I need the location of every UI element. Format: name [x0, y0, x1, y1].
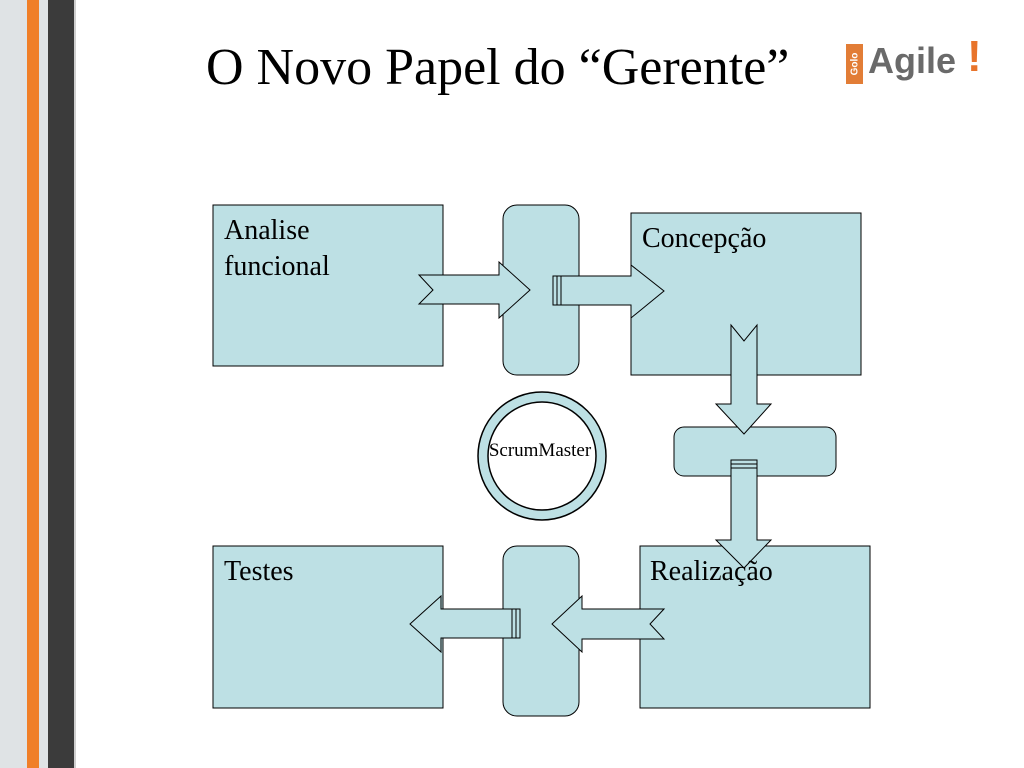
arrow-connector-to-concepcao [552, 263, 665, 320]
slide-title: O Novo Papel do “Gerente” [206, 39, 790, 96]
left-stripe-grey [0, 0, 27, 768]
left-stripe-edge [74, 0, 76, 768]
left-stripe-light [39, 0, 48, 768]
arrow-connector-to-realizacao [714, 459, 773, 569]
box-analise [212, 204, 444, 367]
logo-side-tab: Golo [846, 44, 863, 84]
label-concepcao: Concepção [642, 223, 767, 254]
logo-brand-text: Agile [868, 40, 957, 81]
arrow-realizacao-to-connector [551, 594, 666, 654]
arrow-concepcao-down [714, 323, 773, 435]
label-analise: Analise funcional [224, 215, 330, 283]
left-stripe-orange [27, 0, 39, 768]
label-realizacao: Realização [650, 556, 773, 587]
arrow-analise-to-connector [417, 260, 531, 320]
agile-logo: Golo Agile ! [846, 32, 996, 86]
left-stripe-dark [48, 0, 74, 768]
label-testes: Testes [224, 556, 294, 587]
scrummaster-label: ScrumMaster [488, 440, 592, 461]
arrow-connector-to-testes [409, 594, 521, 654]
logo-exclamation: ! [967, 32, 982, 81]
box-testes [212, 545, 444, 709]
box-realizacao [639, 545, 871, 709]
